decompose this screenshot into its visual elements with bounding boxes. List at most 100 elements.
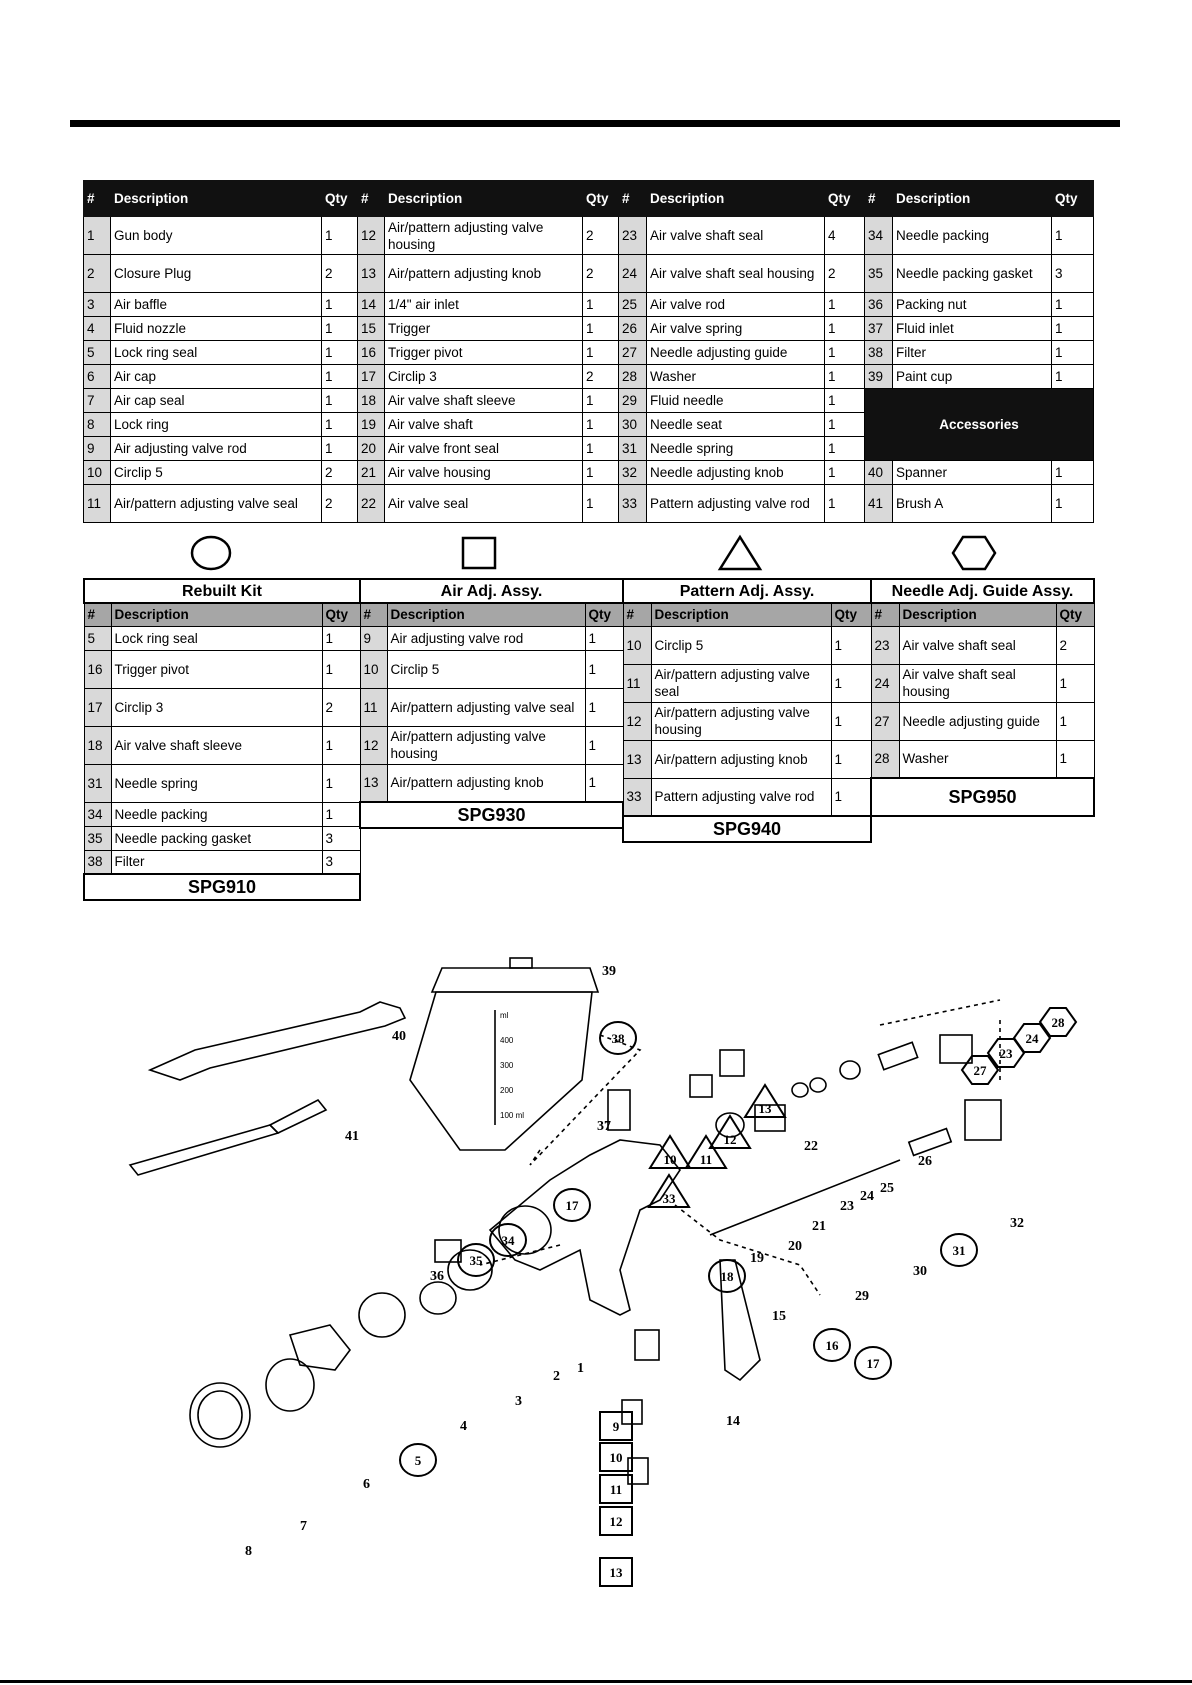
part-description: Needle adjusting guide (898, 701, 1057, 741)
part-number: 13 (622, 739, 652, 779)
callout-label: 4 (460, 1419, 467, 1434)
part-number: 22 (357, 484, 385, 523)
part-description: Air adjusting valve rod (386, 625, 586, 651)
part-description: 1/4" air inlet (384, 292, 583, 317)
part-qty: 1 (1055, 663, 1095, 703)
square-callout (599, 1474, 633, 1504)
part-number: 11 (359, 687, 388, 727)
needle-spring-icon (907, 1127, 953, 1157)
part-description: Circlip 3 (110, 687, 323, 727)
part-number: 9 (359, 625, 388, 651)
part-qty: 1 (830, 777, 872, 817)
hexagon-callout-label: 23 (1000, 1046, 1014, 1061)
col-header: Description (650, 602, 832, 627)
part-number: 39 (864, 364, 893, 389)
part-qty: 1 (1051, 484, 1094, 523)
col-header: Description (898, 602, 1057, 627)
col-header: Qty (584, 602, 624, 627)
kit-title: Rebuilt Kit (82, 578, 362, 604)
part-qty: 3 (321, 825, 361, 851)
triangle-callout (708, 1114, 752, 1149)
part-qty: 1 (830, 701, 872, 741)
square-callout-label: 11 (610, 1482, 622, 1497)
part-description: Pattern adjusting valve rod (650, 777, 832, 817)
part-number: 27 (870, 701, 900, 741)
part-qty: 1 (321, 412, 358, 437)
callout-label: 40 (392, 1029, 406, 1044)
air-baffle-icon (447, 1249, 493, 1291)
circle-callout (940, 1233, 978, 1267)
hexagon-callout-label: 24 (1026, 1031, 1040, 1046)
part-qty: 1 (584, 763, 624, 803)
part-qty: 1 (582, 436, 619, 461)
part-number: 12 (622, 701, 652, 741)
part-number: 31 (83, 763, 112, 803)
col-header: Qty (321, 180, 358, 217)
paint-cup-lid (430, 967, 600, 993)
part-qty: 1 (824, 460, 865, 485)
kit-code: SPG910 (82, 873, 362, 901)
part-qty: 2 (321, 460, 358, 485)
part-description: Air cap seal (110, 388, 322, 413)
part-description: Needle adjusting knob (646, 460, 825, 485)
bottom-rule (0, 1680, 1192, 1683)
callout-label: 15 (772, 1309, 786, 1324)
air-cap-icon (288, 1324, 352, 1371)
callout-label: 21 (812, 1219, 826, 1234)
part-qty: 1 (321, 725, 361, 765)
fluid-nozzle-icon (419, 1281, 457, 1315)
callout-label: 3 (515, 1394, 522, 1409)
part-number: 23 (870, 625, 900, 665)
air-valve-spring-icon (877, 1041, 919, 1071)
callout-label: 32 (1010, 1216, 1024, 1231)
part-description: Air valve seal (384, 484, 583, 523)
part-number: 15 (357, 316, 385, 341)
part-qty: 1 (1055, 701, 1095, 741)
part-number: 7 (83, 388, 111, 413)
square-callout-label: 9 (613, 1419, 620, 1434)
part-description: Paint cup (892, 364, 1052, 389)
part-qty: 1 (321, 316, 358, 341)
kit-code-row: SPG930 (358, 801, 625, 829)
part-qty: 1 (830, 625, 872, 665)
callout-label: 41 (345, 1129, 359, 1144)
part-qty: 1 (584, 625, 624, 651)
square-callout (599, 1557, 633, 1587)
part-description: Air/pattern adjusting knob (386, 763, 586, 803)
col-header: Description (386, 602, 586, 627)
col-header: Description (110, 180, 322, 217)
part-qty: 2 (1055, 625, 1095, 665)
lock-ring-seal-icon (358, 1292, 406, 1338)
circle-callout (399, 1443, 437, 1477)
callout-label: 19 (750, 1251, 764, 1266)
col-header: # (870, 602, 900, 627)
part-number: 24 (870, 663, 900, 703)
part-qty: 1 (584, 725, 624, 765)
part-description: Pattern adjusting valve rod (646, 484, 825, 523)
col-header: # (83, 602, 112, 627)
col-header: Description (110, 602, 323, 627)
part-number: 11 (83, 484, 111, 523)
part-qty: 4 (824, 216, 865, 255)
part-number: 24 (618, 254, 647, 293)
cup-scale-label: 400 (500, 1036, 514, 1045)
part-description: Air valve spring (646, 316, 825, 341)
part-description: Fluid nozzle (110, 316, 322, 341)
part-description: Lock ring seal (110, 340, 322, 365)
cup-scale-label: 100 ml (500, 1111, 524, 1120)
callout-label: 6 (363, 1477, 370, 1492)
part-description: Air/pattern adjusting knob (384, 254, 583, 293)
